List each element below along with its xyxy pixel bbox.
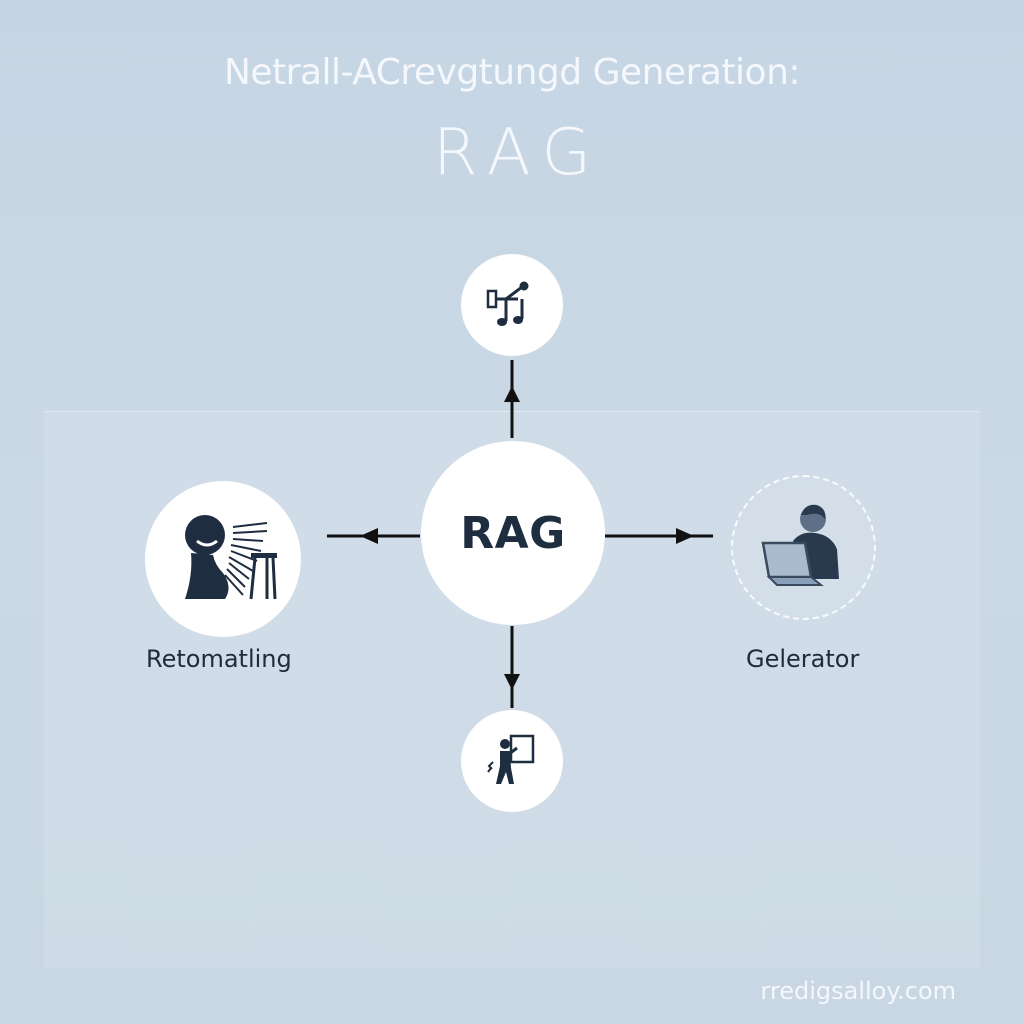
page-subtitle: RAG xyxy=(432,116,604,190)
rag-hub-label: RAG xyxy=(460,507,566,559)
person-presenting-board-icon xyxy=(487,734,535,784)
arrowhead-top xyxy=(504,386,520,402)
page-title: Netrall-ACrevgtungd Generation: xyxy=(223,52,801,93)
arrowhead-right xyxy=(676,528,694,544)
bottom-node[interactable] xyxy=(461,710,563,812)
footer-watermark: rredigsalloy.com xyxy=(760,977,956,1005)
person-laptop-icon xyxy=(761,504,839,586)
arrowhead-bottom xyxy=(504,674,520,690)
left-node[interactable] xyxy=(145,481,301,637)
left-node-label: Retomatling xyxy=(146,645,292,673)
right-node[interactable] xyxy=(731,475,876,620)
right-node-label: Gelerator xyxy=(746,645,860,673)
rag-hub-node[interactable]: RAG xyxy=(421,441,605,625)
music-note-network-icon xyxy=(486,281,529,326)
top-node[interactable] xyxy=(461,254,563,356)
arrowhead-left xyxy=(360,528,378,544)
person-speaking-lectern-icon xyxy=(185,515,277,600)
